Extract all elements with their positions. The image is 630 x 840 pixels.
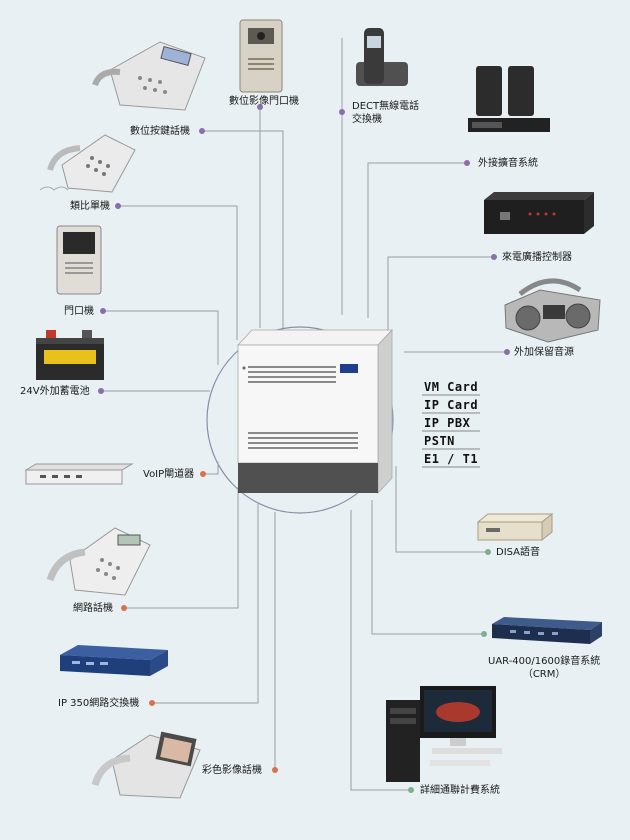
label-digital-key-phone: 數位按鍵話機	[130, 126, 190, 137]
card-pstn: PSTN	[424, 434, 455, 448]
billing-computer-icon	[386, 686, 502, 782]
label-disa: DISA語音	[496, 547, 541, 558]
voip-gateway-icon	[24, 463, 134, 485]
line-digital-phone	[205, 130, 284, 328]
label-music-on-hold: 外加保留音源	[514, 347, 574, 358]
dot-disa	[485, 549, 491, 555]
dot-analog-phone	[115, 203, 121, 209]
dot-digital-phone	[199, 128, 205, 134]
dot-ip-phone	[121, 605, 127, 611]
disa-box-icon	[476, 512, 554, 542]
dot-billing	[408, 787, 414, 793]
line-recorder	[371, 500, 484, 635]
dot-recorder	[481, 631, 487, 637]
broadcast-controller-icon	[484, 192, 594, 234]
line-billing	[350, 510, 410, 791]
battery-icon	[36, 330, 104, 380]
line-analog-phone	[118, 205, 238, 340]
analog-phone-icon	[39, 134, 136, 193]
label-battery: 24V外加蓄電池	[20, 386, 90, 397]
label-video-phone: 彩色影像話機	[202, 765, 262, 776]
label-billing: 詳細通聯計費系統	[420, 785, 500, 796]
label-door-phone: 門口機	[64, 306, 94, 317]
card-vm: VM Card	[424, 380, 479, 394]
dot-door-phone	[100, 308, 106, 314]
label-digital-video-door: 數位影像門口機	[229, 96, 299, 107]
label-broadcast-controller: 來電廣播控制器	[502, 252, 572, 263]
card-ip: IP Card	[424, 398, 479, 412]
digital-key-phone-icon	[92, 41, 206, 111]
recorder-icon	[492, 617, 602, 644]
dot-video-phone	[272, 767, 278, 773]
label-recorder: UAR-400/1600錄音系統 （CRM）	[488, 656, 601, 680]
pbx-circle	[206, 326, 394, 514]
dot-voip	[200, 471, 206, 477]
dot-ip-switch	[149, 700, 155, 706]
line-disa	[395, 466, 488, 553]
line-ip-switch	[152, 503, 259, 704]
line-broadcast	[387, 256, 493, 336]
line-paging	[367, 162, 465, 318]
dot-broadcast	[491, 254, 497, 260]
label-ip-switch: IP 350網路交換機	[58, 698, 140, 709]
music-on-hold-icon	[504, 278, 601, 343]
ip-phone-icon	[46, 527, 151, 596]
dect-phone-icon	[356, 28, 408, 86]
connector-lines	[102, 38, 505, 791]
label-ip-phone: 網路話機	[73, 603, 113, 614]
label-dect: DECT無線電話 交換機	[352, 101, 420, 125]
card-separators	[422, 394, 480, 468]
label-voip-gateway: VoIP閘道器	[143, 469, 195, 480]
pbx-cabinet	[237, 328, 393, 495]
door-phone-icon	[56, 225, 102, 295]
label-paging-system: 外接擴音系統	[478, 158, 538, 169]
label-analog-phone: 類比單機	[70, 201, 110, 212]
dot-dect	[339, 109, 345, 115]
paging-system-icon	[468, 66, 550, 132]
dot-battery	[98, 388, 104, 394]
video-phone-icon	[91, 731, 201, 799]
dot-paging	[464, 160, 470, 166]
card-e1-t1: E1 / T1	[424, 452, 479, 466]
dot-digital-door	[257, 104, 263, 110]
ip-switch-icon	[60, 645, 168, 676]
line-door-phone	[104, 310, 219, 365]
line-voip	[203, 462, 219, 475]
endpoint-dots	[98, 104, 510, 793]
card-ip-pbx: IP PBX	[424, 416, 471, 430]
digital-video-door-icon	[239, 19, 283, 93]
line-ip-phone	[125, 487, 239, 609]
dot-moh	[504, 349, 510, 355]
